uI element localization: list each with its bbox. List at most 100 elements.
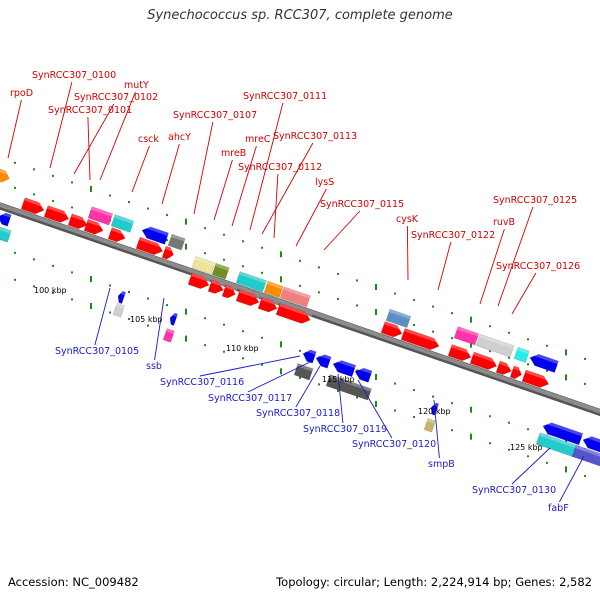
gene-feature[interactable] bbox=[161, 245, 176, 261]
gene-feature[interactable] bbox=[235, 271, 267, 293]
position-dot bbox=[185, 243, 187, 250]
gene-feature[interactable] bbox=[107, 227, 128, 245]
gene-feature[interactable] bbox=[191, 256, 216, 275]
position-dot bbox=[546, 344, 548, 347]
label-leader bbox=[511, 447, 551, 485]
position-dot bbox=[565, 466, 567, 473]
gene-feature[interactable] bbox=[331, 358, 357, 378]
gene-feature[interactable] bbox=[43, 205, 71, 225]
gene-feature[interactable] bbox=[325, 374, 372, 401]
gene-feature[interactable] bbox=[162, 328, 175, 343]
label-leader bbox=[511, 272, 537, 315]
position-dot bbox=[71, 298, 73, 301]
gene-feature[interactable] bbox=[221, 284, 238, 300]
gene-feature[interactable] bbox=[571, 444, 600, 467]
label-leader bbox=[559, 455, 585, 503]
gene-feature[interactable] bbox=[187, 272, 211, 291]
gene-feature[interactable] bbox=[168, 312, 179, 326]
position-dot bbox=[394, 409, 396, 412]
gene-feature[interactable] bbox=[447, 344, 473, 363]
position-dot bbox=[109, 194, 111, 197]
gene-feature[interactable] bbox=[83, 218, 106, 236]
position-dot bbox=[52, 199, 54, 202]
gene-feature[interactable] bbox=[581, 434, 600, 453]
position-dot bbox=[166, 304, 168, 307]
gene-feature[interactable] bbox=[453, 326, 480, 346]
label-leader bbox=[49, 81, 73, 169]
position-dot bbox=[299, 284, 301, 287]
position-dot bbox=[33, 258, 35, 261]
gene-feature[interactable] bbox=[314, 352, 332, 369]
gene-feature[interactable] bbox=[279, 286, 311, 308]
gene-label: ssb bbox=[146, 361, 162, 372]
gene-feature[interactable] bbox=[235, 289, 261, 309]
gene-feature[interactable] bbox=[135, 236, 165, 257]
gene-feature[interactable] bbox=[423, 417, 436, 433]
position-dot bbox=[280, 251, 282, 258]
gene-feature[interactable] bbox=[385, 308, 412, 329]
position-dot bbox=[280, 341, 282, 348]
gene-feature[interactable] bbox=[469, 351, 499, 372]
gene-feature[interactable] bbox=[140, 224, 169, 245]
position-dot bbox=[527, 338, 529, 341]
position-dot bbox=[508, 356, 510, 359]
kbp-tick-label: 115 kbp bbox=[322, 375, 355, 384]
label-leader bbox=[99, 91, 136, 181]
position-dot bbox=[280, 276, 282, 283]
gene-feature[interactable] bbox=[380, 321, 404, 339]
gene-feature[interactable] bbox=[110, 214, 135, 233]
gene-feature[interactable] bbox=[509, 365, 524, 381]
gene-feature[interactable] bbox=[116, 290, 127, 304]
gene-feature[interactable] bbox=[67, 213, 90, 231]
gene-feature[interactable] bbox=[257, 296, 280, 314]
position-dot bbox=[318, 291, 320, 294]
gene-label: SynRCC307_0125 bbox=[493, 195, 577, 206]
position-dot bbox=[489, 442, 491, 445]
gene-feature[interactable] bbox=[475, 333, 515, 358]
gene-label: SynRCC307_0105 bbox=[55, 346, 139, 357]
position-dot bbox=[508, 331, 510, 334]
position-dot bbox=[451, 429, 453, 432]
gene-feature[interactable] bbox=[167, 233, 186, 251]
position-dot bbox=[90, 185, 92, 192]
gene-feature[interactable] bbox=[20, 197, 46, 217]
position-dot bbox=[242, 330, 244, 333]
gene-feature[interactable] bbox=[207, 279, 226, 296]
position-dot bbox=[432, 330, 434, 333]
position-dot bbox=[185, 308, 187, 315]
gene-feature[interactable] bbox=[541, 420, 584, 446]
position-dot bbox=[356, 304, 358, 307]
position-dot bbox=[356, 396, 358, 399]
position-dot bbox=[204, 317, 206, 320]
gene-feature[interactable] bbox=[0, 168, 12, 184]
gene-feature[interactable] bbox=[275, 302, 313, 325]
position-dot bbox=[261, 363, 263, 366]
gene-feature[interactable] bbox=[528, 352, 559, 373]
gene-feature[interactable] bbox=[0, 226, 12, 243]
label-leader bbox=[337, 373, 344, 424]
gene-feature[interactable] bbox=[211, 262, 230, 280]
gene-label: SynRCC307_0120 bbox=[352, 439, 436, 450]
position-dot bbox=[394, 382, 396, 385]
position-dot bbox=[584, 474, 586, 477]
position-dot bbox=[128, 291, 130, 294]
gene-feature[interactable] bbox=[301, 347, 317, 364]
label-leader bbox=[94, 287, 111, 346]
gene-label: fabF bbox=[548, 503, 569, 514]
position-dot bbox=[584, 382, 586, 385]
gene-feature[interactable] bbox=[263, 280, 284, 299]
label-leader bbox=[433, 399, 440, 459]
position-dot bbox=[546, 369, 548, 372]
position-dot bbox=[565, 374, 567, 381]
gene-feature[interactable] bbox=[353, 365, 373, 383]
gene-feature[interactable] bbox=[112, 302, 125, 318]
gene-feature[interactable] bbox=[521, 369, 551, 390]
gene-feature[interactable] bbox=[293, 363, 314, 381]
gene-feature[interactable] bbox=[400, 327, 441, 352]
gene-feature[interactable] bbox=[87, 206, 114, 226]
gene-feature[interactable] bbox=[495, 360, 514, 377]
gene-label: ahcY bbox=[168, 132, 191, 143]
gene-feature[interactable] bbox=[513, 346, 530, 363]
gene-feature[interactable] bbox=[0, 211, 12, 227]
label-leader bbox=[261, 142, 314, 235]
